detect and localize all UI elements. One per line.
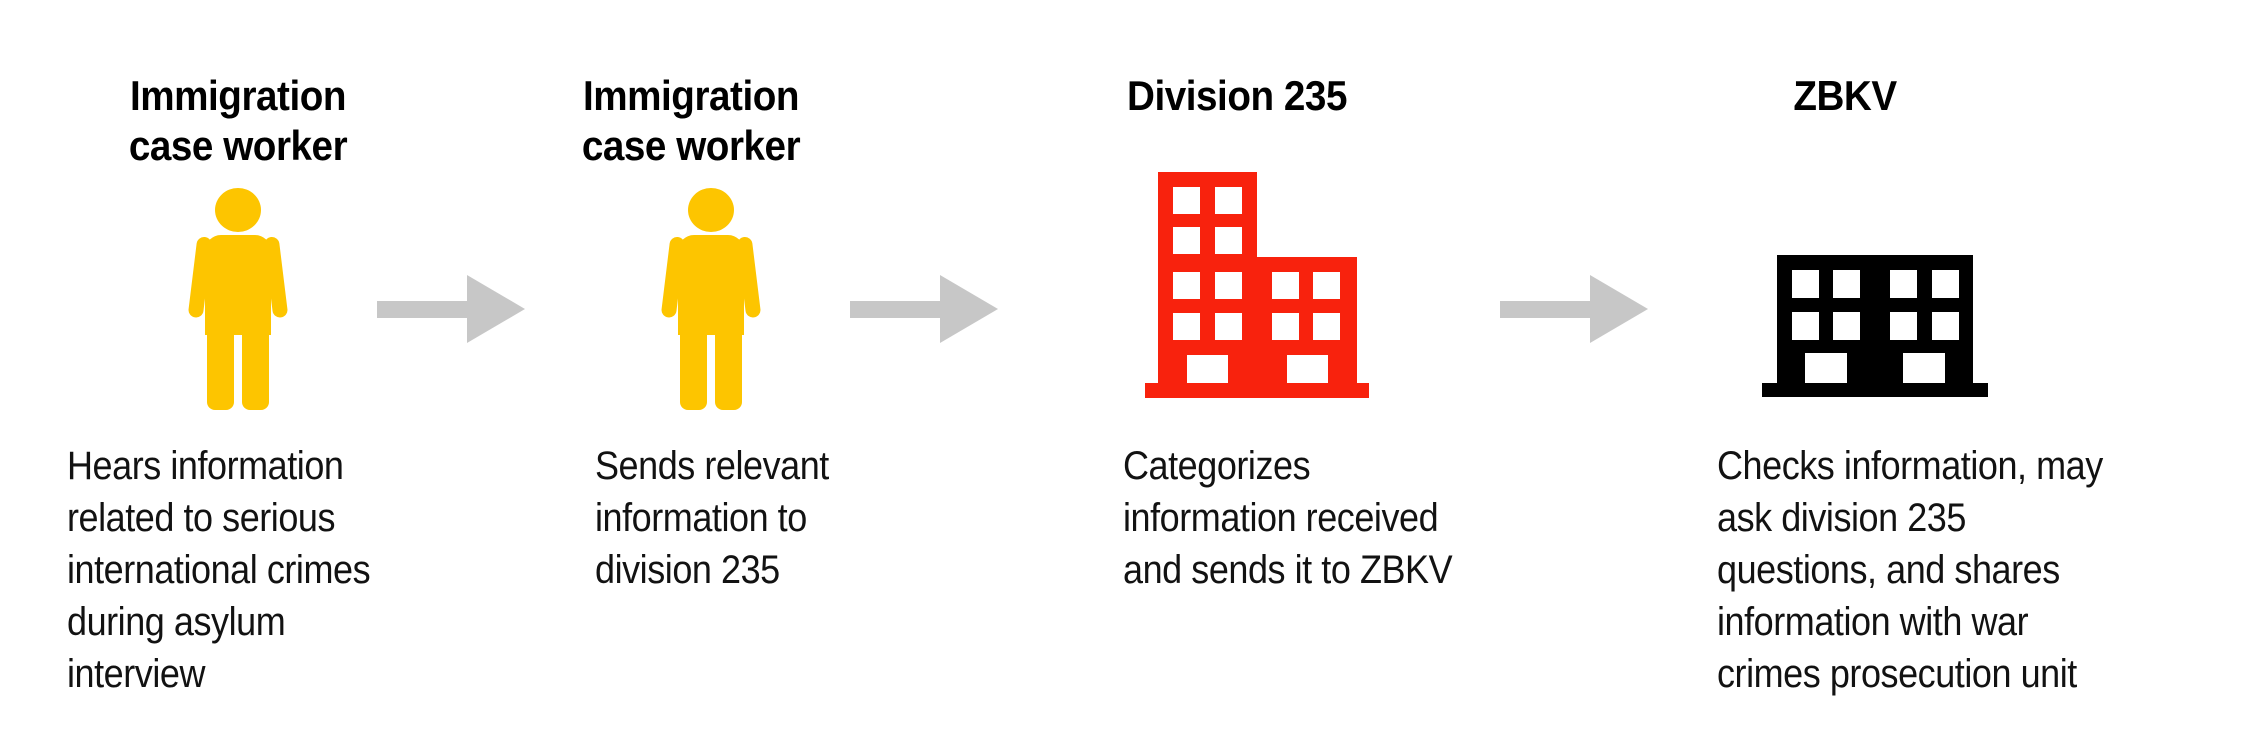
step-description: Sends relevant information to division 2… xyxy=(595,440,1027,596)
title-line: Division 235 xyxy=(1127,72,1347,119)
description-line: related to serious xyxy=(67,496,336,540)
title-line: Immigration xyxy=(582,72,800,119)
step-title: Immigration case worker xyxy=(54,71,422,171)
description-line: information with war xyxy=(1717,600,2029,644)
description-line: Hears information xyxy=(67,444,344,488)
arrow-right-icon xyxy=(1500,275,1648,343)
arrow-right-icon xyxy=(377,275,525,343)
building-icon xyxy=(1145,172,1369,398)
description-line: information to xyxy=(595,496,807,540)
step-description: Checks information, may ask division 235… xyxy=(1717,440,2149,700)
step-description: Hears information related to serious int… xyxy=(67,440,499,700)
building-wide-icon xyxy=(1762,255,1988,397)
description-line: Sends relevant xyxy=(595,444,829,488)
title-line: case worker xyxy=(581,122,801,169)
description-line: interview xyxy=(67,652,206,696)
description-line: Checks information, may xyxy=(1717,444,2103,488)
description-line: international crimes xyxy=(67,548,371,592)
step-description: Categorizes information received and sen… xyxy=(1123,440,1555,596)
description-line: and sends it to ZBKV xyxy=(1123,548,1453,592)
title-line: Immigration xyxy=(129,72,347,119)
description-line: crimes prosecution unit xyxy=(1717,652,2077,696)
step-title: Division 235 xyxy=(1053,71,1421,121)
title-line: case worker xyxy=(128,122,348,169)
description-line: division 235 xyxy=(595,548,780,592)
description-line: information received xyxy=(1123,496,1439,540)
arrow-right-icon xyxy=(850,275,998,343)
description-line: ask division 235 xyxy=(1717,496,1966,540)
description-line: questions, and shares xyxy=(1717,548,2060,592)
person-icon xyxy=(188,188,288,410)
step-title: Immigration case worker xyxy=(507,71,875,171)
description-line: Categorizes xyxy=(1123,444,1311,488)
step-title: ZBKV xyxy=(1661,71,2029,121)
description-line: during asylum xyxy=(67,600,286,644)
person-icon xyxy=(661,188,761,410)
title-line: ZBKV xyxy=(1793,72,1897,119)
